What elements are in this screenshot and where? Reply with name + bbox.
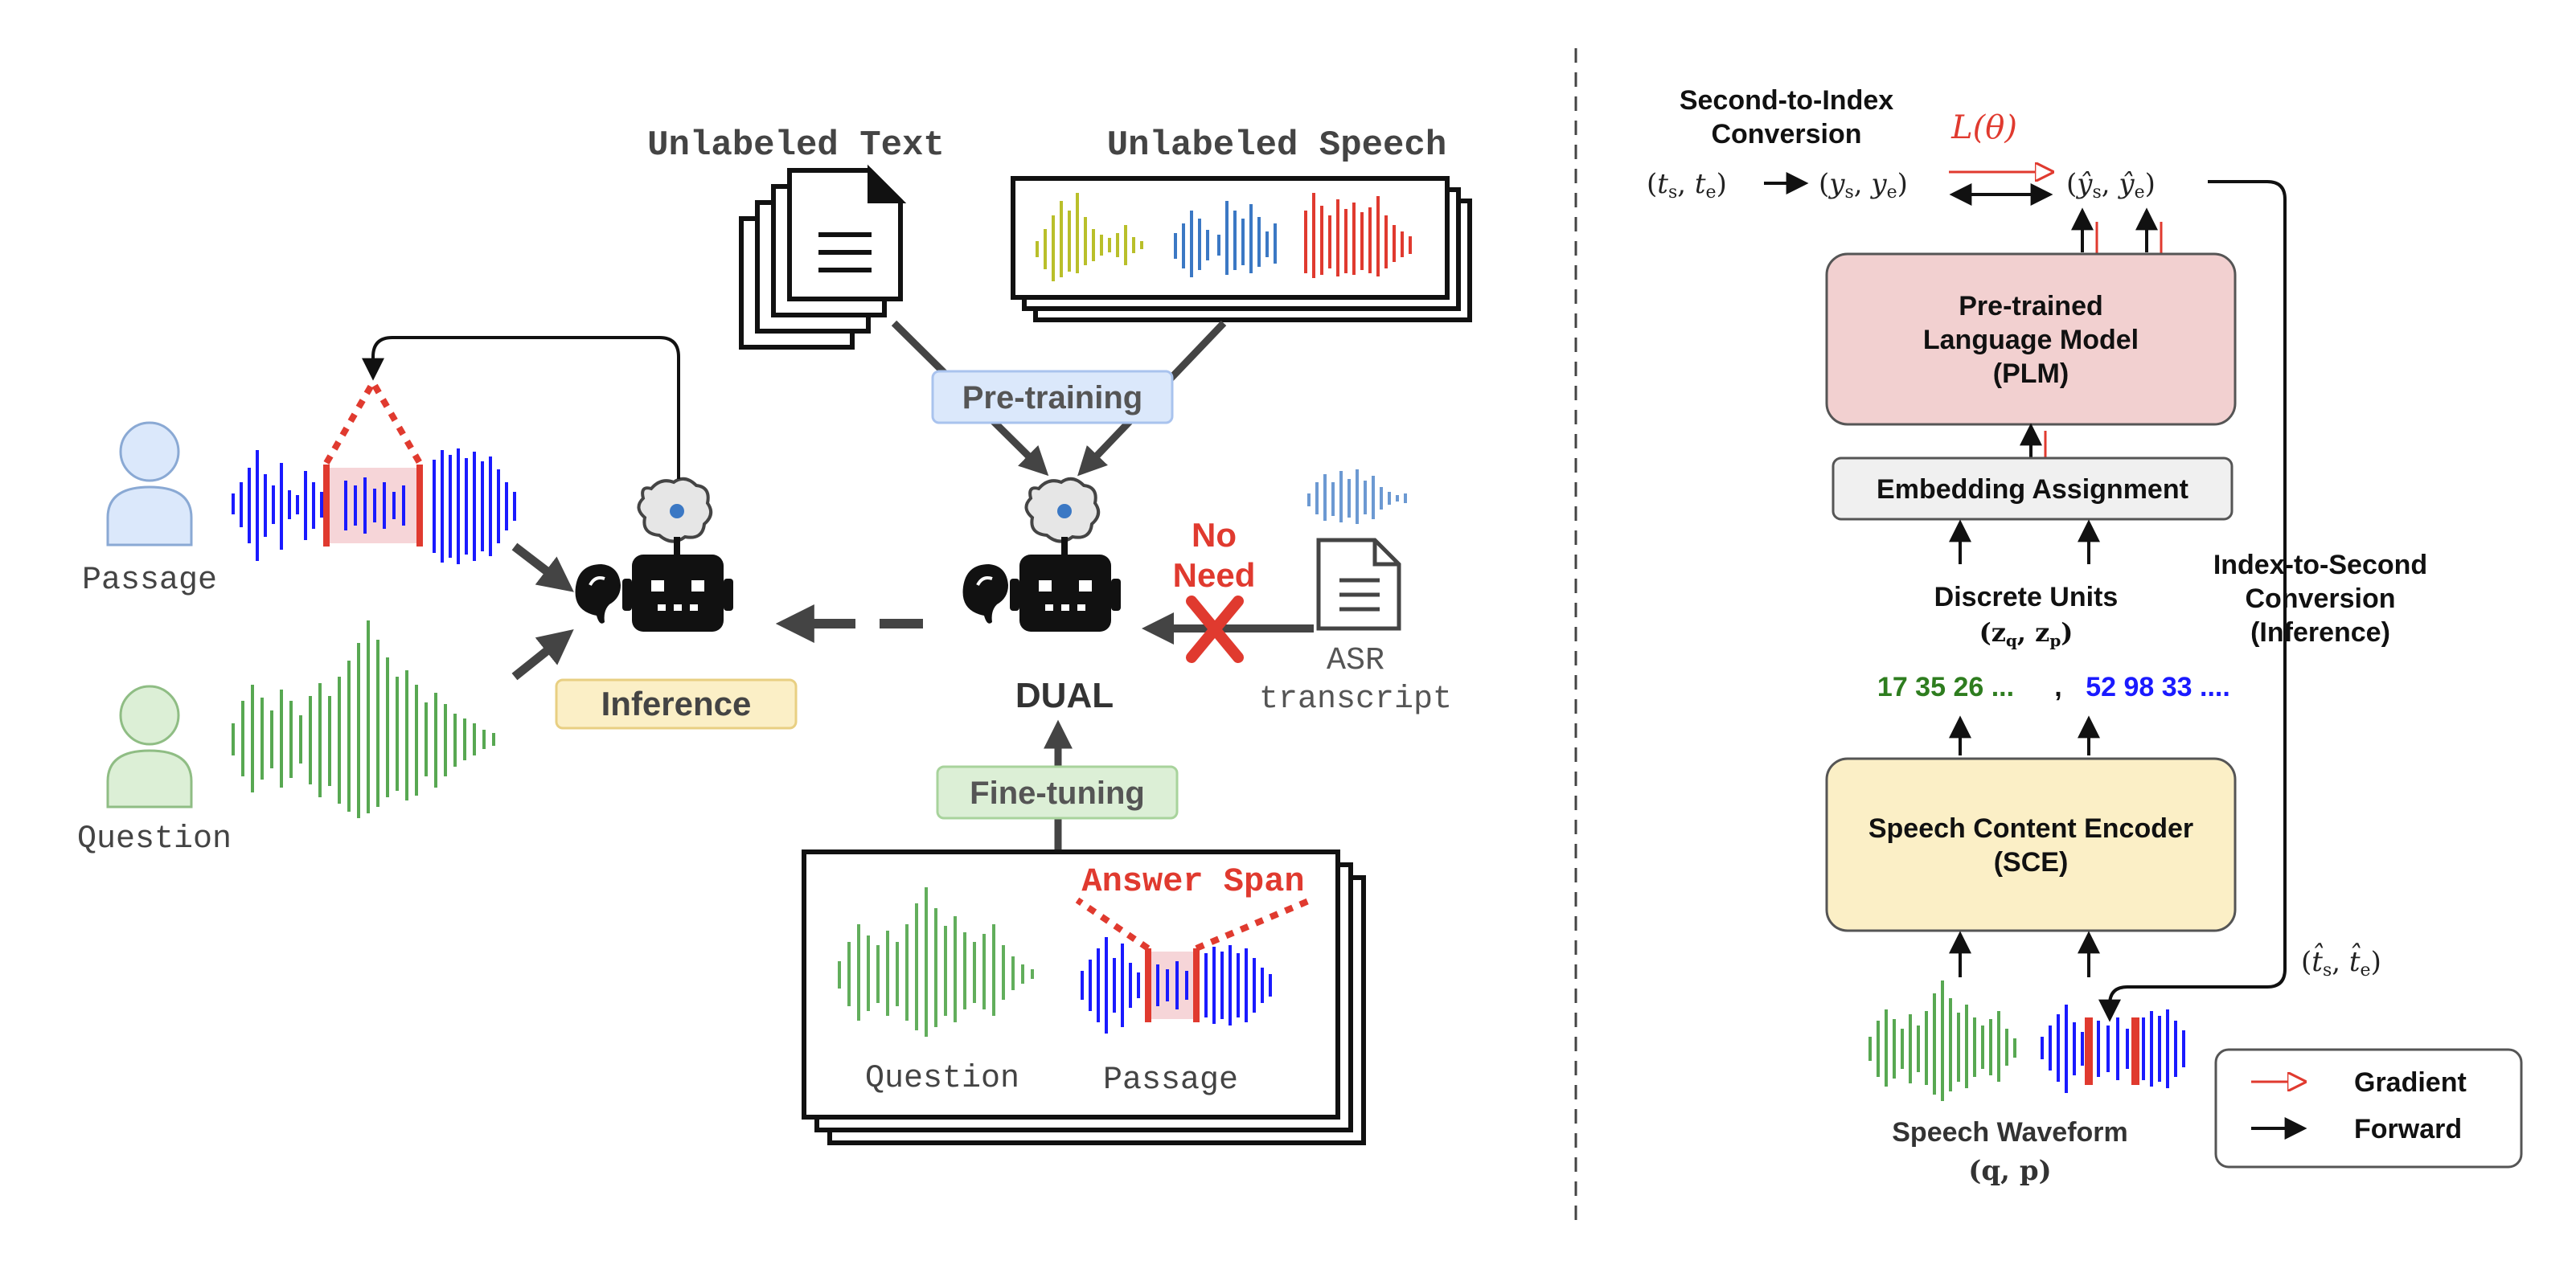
answer-span-label: Answer Span: [1081, 862, 1304, 901]
ft-span-zoom-lines: [1075, 897, 1151, 952]
sti-title-line2: Conversion: [1711, 119, 1861, 149]
inference-to-passage-arrow: [362, 336, 680, 479]
legend-gradient-label: Gradient: [2354, 1067, 2467, 1098]
blue-waveform: [1174, 201, 1277, 277]
passage-waveform: [232, 448, 516, 564]
right-panel: Second-to-Index Conversion (ts, te) (ys,…: [1647, 85, 2523, 1187]
question-waveform: [232, 620, 495, 818]
units-comma: ,: [2054, 672, 2061, 702]
pre-training-label: Pre-training: [962, 380, 1142, 416]
dual-robot-icon: [1010, 555, 1121, 632]
unlabeled-text-title: Unlabeled Text: [647, 125, 945, 166]
passage-label: Passage: [82, 563, 217, 599]
sce-label-line1: Speech Content Encoder: [1868, 813, 2193, 844]
passage-to-inference-arrow: [511, 542, 574, 592]
yellow-waveform: [1036, 193, 1143, 281]
plm-label-line2: Language Model: [1923, 325, 2139, 355]
waveform-label-line1: Speech Waveform: [1892, 1117, 2128, 1148]
inference-label-box: [555, 678, 798, 730]
waveform-label-line2: (q, p): [1968, 1155, 2051, 1187]
ft-question-label: Question: [865, 1061, 1019, 1097]
ft-question-waveform: [838, 887, 1034, 1037]
question-label: Question: [77, 821, 232, 858]
fine-tuning-label-box: [936, 765, 1179, 820]
dual-brain-icon: [1024, 477, 1101, 543]
waveform-question-part: [1868, 980, 2016, 1101]
inference-label: Inference: [601, 685, 752, 723]
its-label-line3: (Inference): [2250, 617, 2390, 648]
span-zoom-lines: [323, 376, 423, 465]
discrete-units-label: Discrete Units: [1934, 582, 2119, 612]
index-to-second-path: [2098, 180, 2287, 1022]
pre-training-label-box: [931, 370, 1174, 424]
yhat-s-e: (ŷs, ŷe): [2066, 168, 2156, 203]
red-waveform: [1304, 193, 1412, 278]
cross-icon: [1186, 596, 1244, 663]
ft-span-highlight: [1148, 952, 1196, 1019]
sce-box: [1825, 757, 2237, 932]
left-panel: Unlabeled Text Unlabeled Speech: [77, 125, 1472, 1145]
plm-label-line1: Pre-trained: [1959, 291, 2103, 321]
embedding-label: Embedding Assignment: [1877, 474, 2188, 505]
inference-brain-icon: [637, 477, 713, 543]
dual-ear-icon: [962, 564, 1008, 624]
dual-label: DUAL: [1015, 676, 1114, 715]
that-s-e: (t̂s, t̂e): [2301, 944, 2381, 980]
sti-title-line1: Second-to-Index: [1680, 85, 1893, 116]
discrete-units-vars: (zq, zp): [1979, 617, 2074, 650]
ft-passage-waveform: [1081, 937, 1272, 1034]
ft-passage-label: Passage: [1103, 1062, 1238, 1099]
passage-person-icon: [106, 421, 193, 547]
no-need-label-line1: No: [1192, 516, 1237, 554]
loss-label: L(θ): [1950, 109, 2017, 146]
legend-forward-label: Forward: [2354, 1114, 2462, 1144]
embedding-box: [1832, 456, 2233, 521]
no-need-label-line2: Need: [1173, 556, 1256, 594]
document-stack-icon: [739, 164, 907, 350]
inference-ear-icon: [575, 564, 621, 624]
inference-robot-icon: [622, 555, 733, 632]
fine-tuning-label: Fine-tuning: [970, 776, 1145, 811]
sce-label-line2: (SCE): [1994, 847, 2069, 878]
asr-label-line1: ASR: [1327, 643, 1384, 679]
asr-label-line2: transcript: [1259, 682, 1452, 718]
units-blue: 52 98 33 ....: [2086, 672, 2230, 702]
units-green: 17 35 26 ...: [1877, 672, 2014, 702]
question-to-inference-arrow: [511, 629, 574, 681]
its-label-line2: Conversion: [2245, 583, 2395, 614]
ts-te: (ts, te): [1647, 168, 1727, 203]
plm-label-line3: (PLM): [1993, 358, 2069, 389]
question-person-icon: [106, 685, 193, 809]
waveform-passage-part: [2041, 1005, 2185, 1093]
ft-span-zoom-lines-right: [1195, 897, 1312, 952]
its-label-line1: Index-to-Second: [2213, 550, 2427, 580]
unlabeled-speech-title: Unlabeled Speech: [1107, 125, 1446, 166]
ys-ye: (ys, ye): [1819, 168, 1908, 203]
asr-waveform-icon: [1307, 469, 1407, 524]
asr-document-icon: [1316, 538, 1401, 631]
